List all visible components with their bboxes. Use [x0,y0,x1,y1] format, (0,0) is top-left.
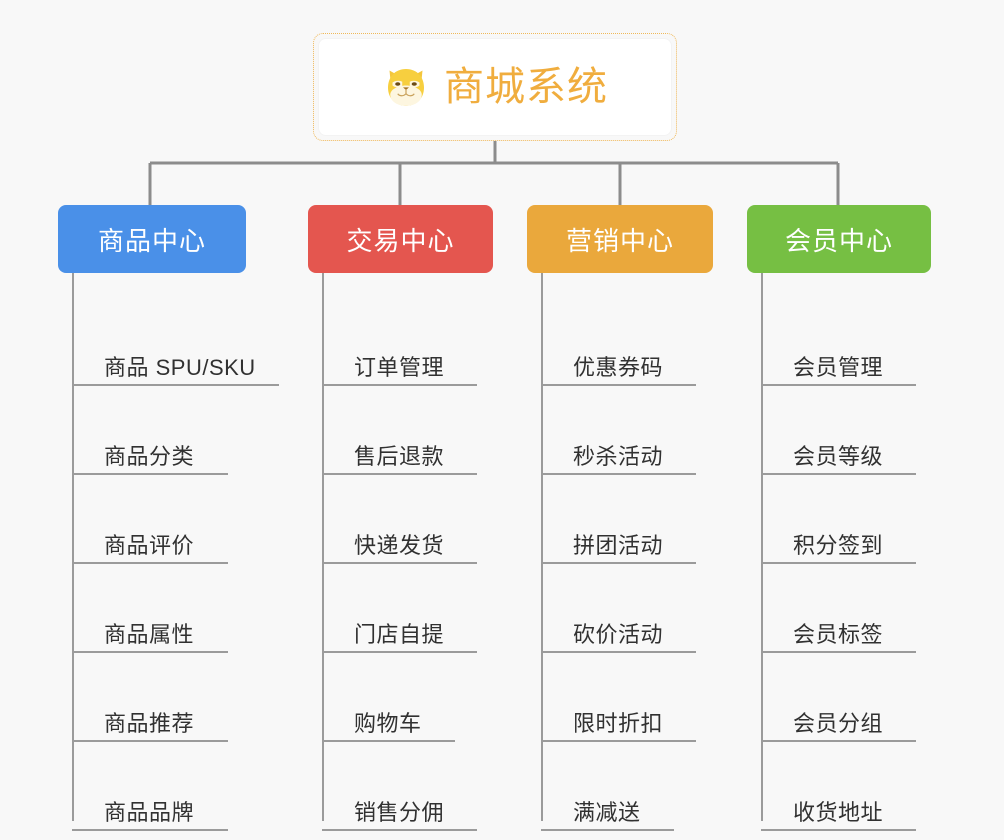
leaf-label: 积分签到 [793,532,884,558]
leaf-list-1: 订单管理 售后退款 快递发货 门店自提 购物车 销售分佣 [308,273,493,831]
leaf-label: 商品推荐 [104,710,195,736]
category-label-3: 会员中心 [784,225,893,256]
leaf-label: 购物车 [354,710,422,736]
leaf-item[interactable]: 积分签到 [761,475,931,564]
leaf-list-2: 优惠券码 秒杀活动 拼团活动 砍价活动 限时折扣 满减送 [527,273,713,831]
category-column-0: 商品中心 商品 SPU/SKU 商品分类 商品评价 商品属性 商品推荐 商品品牌 [58,205,279,831]
leaf-item[interactable]: 限时折扣 [541,653,713,742]
leaf-item[interactable]: 门店自提 [322,564,493,653]
leaf-item[interactable]: 会员标签 [761,564,931,653]
leaf-label: 砍价活动 [573,621,664,647]
leaf-label: 销售分佣 [354,799,445,825]
leaf-label: 商品属性 [104,621,195,647]
leaf-list-3: 会员管理 会员等级 积分签到 会员标签 会员分组 收货地址 [747,273,931,831]
leaf-item[interactable]: 购物车 [322,653,493,742]
leaf-label: 商品 SPU/SKU [104,354,256,380]
leaf-item[interactable]: 商品 SPU/SKU [72,297,279,386]
leaf-label: 收货地址 [793,799,884,825]
leaf-item[interactable]: 订单管理 [322,297,493,386]
leaf-item[interactable]: 优惠券码 [541,297,713,386]
leaf-label: 会员分组 [793,710,884,736]
leaf-label: 会员标签 [793,621,884,647]
leaf-item[interactable]: 秒杀活动 [541,386,713,475]
leaf-item[interactable]: 商品属性 [72,564,246,653]
root-card: 商城系统 [318,38,672,136]
leaf-item[interactable]: 会员等级 [761,386,931,475]
leaf-item[interactable]: 商品推荐 [72,653,246,742]
category-box-3[interactable]: 会员中心 [747,205,931,273]
leaf-label: 拼团活动 [573,532,664,558]
category-box-2[interactable]: 营销中心 [527,205,713,273]
leaf-label: 会员管理 [793,354,884,380]
leaf-label: 会员等级 [793,443,884,469]
leaf-item[interactable]: 拼团活动 [541,475,713,564]
leaf-item[interactable]: 销售分佣 [322,742,493,831]
root-node[interactable]: 商城系统 [313,33,677,141]
category-box-0[interactable]: 商品中心 [58,205,246,273]
leaf-item[interactable]: 收货地址 [761,742,931,831]
leaf-label: 商品分类 [104,443,195,469]
leaf-label: 售后退款 [354,443,445,469]
leaf-item[interactable]: 快递发货 [322,475,493,564]
root-title: 商城系统 [444,65,608,109]
leaf-label: 门店自提 [354,621,445,647]
leaf-label: 限时折扣 [573,710,664,736]
leaf-label: 快递发货 [354,532,445,558]
leaf-list-0: 商品 SPU/SKU 商品分类 商品评价 商品属性 商品推荐 商品品牌 [58,273,279,831]
leaf-item[interactable]: 商品分类 [72,386,246,475]
leaf-label: 秒杀活动 [573,443,664,469]
leaf-item[interactable]: 砍价活动 [541,564,713,653]
leaf-item[interactable]: 会员管理 [761,297,931,386]
category-column-1: 交易中心 订单管理 售后退款 快递发货 门店自提 购物车 销售分佣 [308,205,493,831]
leaf-item[interactable]: 商品品牌 [72,742,246,831]
category-box-1[interactable]: 交易中心 [308,205,493,273]
category-column-2: 营销中心 优惠券码 秒杀活动 拼团活动 砍价活动 限时折扣 满减送 [527,205,713,831]
leaf-label: 商品评价 [104,532,195,558]
leaf-item[interactable]: 会员分组 [761,653,931,742]
category-label-1: 交易中心 [346,225,455,256]
category-label-0: 商品中心 [97,225,206,256]
leaf-item[interactable]: 商品评价 [72,475,246,564]
leaf-label: 优惠券码 [573,354,664,380]
category-column-3: 会员中心 会员管理 会员等级 积分签到 会员标签 会员分组 收货地址 [747,205,931,831]
leaf-label: 商品品牌 [104,799,195,825]
leaf-label: 满减送 [573,799,641,825]
leaf-item[interactable]: 售后退款 [322,386,493,475]
category-label-2: 营销中心 [565,225,674,256]
leaf-label: 订单管理 [354,354,445,380]
shiba-dog-icon [388,69,424,106]
leaf-item[interactable]: 满减送 [541,742,713,831]
